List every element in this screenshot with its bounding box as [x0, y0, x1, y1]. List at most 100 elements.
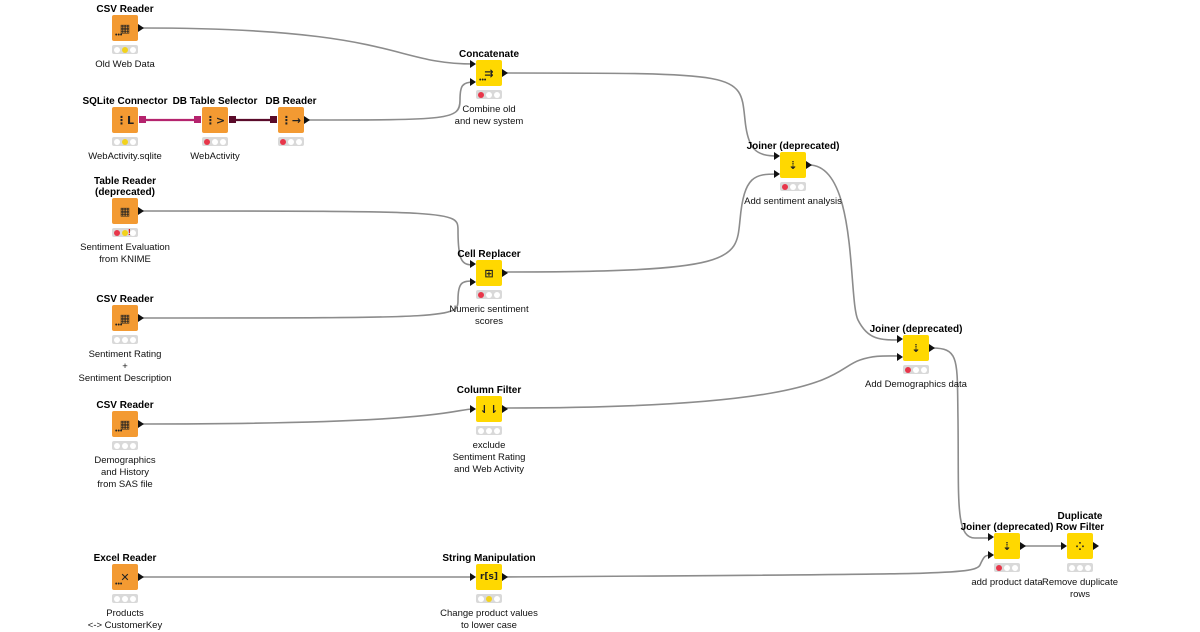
table-arrow-icon[interactable]: ▦ •••: [112, 411, 144, 437]
output-port[interactable]: [138, 573, 144, 581]
input-port-1[interactable]: [470, 260, 476, 268]
input-port-2[interactable]: [470, 278, 476, 286]
db-output-port[interactable]: [139, 116, 146, 123]
node-table-reader[interactable]: Table Reader (deprecated) ▦ ! Sentiment …: [45, 176, 205, 266]
excel-icon[interactable]: ✕ •••: [112, 564, 144, 590]
status-light-3: [130, 336, 136, 343]
node-label[interactable]: add product data: [971, 577, 1043, 588]
node-excel-reader[interactable]: Excel Reader ✕ ••• Products <-> Customer…: [45, 553, 205, 632]
connection-joiner2-joiner3[interactable]: [931, 347, 992, 539]
input-port-1[interactable]: [988, 533, 994, 541]
node-sqlite-connector[interactable]: SQLite Connector ⋮L WebActivity.sqlite: [45, 96, 205, 163]
connection-columnfilter-joiner2[interactable]: [504, 355, 902, 409]
table-arrow-icon[interactable]: ▦ •••: [112, 305, 144, 331]
node-csv-reader-sentiment[interactable]: CSV Reader ▦ ••• Sentiment Rating + Sent…: [45, 294, 205, 385]
node-label[interactable]: Sentiment Rating + Sentiment Description: [78, 349, 172, 384]
connection-stringmanip-joiner3[interactable]: [504, 554, 993, 578]
node-joiner-add-demographics[interactable]: Joiner (deprecated) ⇣ Add Demographics d…: [836, 324, 996, 391]
node-label[interactable]: Change product values to lower case: [440, 608, 538, 631]
output-port[interactable]: [304, 116, 310, 124]
warning-icon[interactable]: !: [128, 228, 131, 237]
column-filter-icon[interactable]: ⇃⇂: [470, 396, 508, 422]
sqlite-icon[interactable]: ⋮L: [112, 107, 146, 133]
node-label[interactable]: Sentiment Evaluation from KNIME: [80, 242, 170, 265]
status-light-3: [130, 442, 136, 449]
db-input-port[interactable]: [194, 116, 201, 123]
node-label[interactable]: WebActivity: [190, 151, 240, 162]
node-db-reader[interactable]: DB Reader ⋮→: [211, 96, 371, 146]
joiner-glyph: ⇣: [1002, 539, 1012, 553]
node-label[interactable]: Add sentiment analysis: [744, 196, 842, 207]
node-joiner-add-sentiment[interactable]: Joiner (deprecated) ⇣ Add sentiment anal…: [713, 141, 873, 208]
input-port-2[interactable]: [774, 170, 780, 178]
output-port[interactable]: [929, 344, 935, 352]
node-csv-reader-demographics[interactable]: CSV Reader ▦ ••• Demographics and Histor…: [45, 400, 205, 491]
connection-dbreader-concatenate[interactable]: [304, 81, 475, 121]
input-port-2[interactable]: [897, 353, 903, 361]
input-port-2[interactable]: [470, 78, 476, 86]
node-label[interactable]: Demographics and History from SAS file: [94, 455, 156, 490]
output-port[interactable]: [502, 269, 508, 277]
input-port[interactable]: [470, 573, 476, 581]
connection-concatenate-joiner1[interactable]: [504, 72, 779, 157]
output-port[interactable]: [806, 161, 812, 169]
node-label[interactable]: Add Demographics data: [865, 379, 967, 390]
output-port[interactable]: [502, 405, 508, 413]
joiner-icon[interactable]: ⇣: [774, 152, 812, 178]
node-cell-replacer[interactable]: Cell Replacer ⊞ Numeric sentiment scores: [409, 249, 569, 328]
output-port[interactable]: [1020, 542, 1026, 550]
input-port-1[interactable]: [897, 335, 903, 343]
output-port[interactable]: [502, 573, 508, 581]
status-light-3: [1085, 564, 1091, 571]
db-input-port[interactable]: [270, 116, 277, 123]
node-label[interactable]: WebActivity.sqlite: [88, 151, 162, 162]
output-port[interactable]: [138, 420, 144, 428]
joiner-icon[interactable]: ⇣: [988, 533, 1026, 559]
connection-joiner1-joiner2[interactable]: [808, 164, 902, 341]
table-arrow-icon[interactable]: ▦ •••: [112, 15, 144, 41]
connection-csv1-concatenate[interactable]: [140, 27, 475, 65]
node-title: Joiner (deprecated): [869, 324, 963, 335]
node-string-manipulation[interactable]: String Manipulation r[s] Change product …: [409, 553, 569, 632]
node-column-filter[interactable]: Column Filter ⇃⇂ exclude Sentiment Ratin…: [409, 385, 569, 476]
node-csv-reader-old-web-data[interactable]: CSV Reader ▦ ••• Old Web Data: [45, 4, 205, 71]
node-label[interactable]: Numeric sentiment scores: [449, 304, 529, 327]
node-label[interactable]: Remove duplicate rows: [1041, 577, 1119, 600]
output-port[interactable]: [138, 314, 144, 322]
input-port[interactable]: [470, 405, 476, 413]
connection-csv2-cellreplacer[interactable]: [140, 280, 475, 319]
cell-replacer-icon[interactable]: ⊞: [470, 260, 508, 286]
connection-csv3-columnfilter[interactable]: [140, 408, 475, 425]
status-lights: !: [112, 228, 138, 237]
status-lights: [994, 563, 1020, 572]
node-joiner-add-product[interactable]: Joiner (deprecated) ⇣ add product data: [927, 522, 1087, 589]
concatenate-icon[interactable]: ⇉ •••: [470, 60, 508, 86]
output-port[interactable]: [1093, 542, 1099, 550]
output-port[interactable]: [138, 24, 144, 32]
db-reader-icon[interactable]: ⋮→: [270, 107, 310, 133]
duplicate-filter-icon[interactable]: ⁘: [1061, 533, 1099, 559]
string-manipulation-icon[interactable]: r[s]: [470, 564, 508, 590]
status-light-1: [478, 595, 484, 602]
node-label[interactable]: Products <-> CustomerKey: [87, 608, 163, 631]
table-arrow-icon[interactable]: ▦: [112, 198, 144, 224]
db-selector-icon[interactable]: ⋮>: [194, 107, 236, 133]
node-label[interactable]: exclude Sentiment Rating and Web Activit…: [452, 440, 526, 475]
connection-cellreplacer-joiner1[interactable]: [504, 173, 779, 273]
output-port[interactable]: [502, 69, 508, 77]
input-port-1[interactable]: [774, 152, 780, 160]
output-port[interactable]: [138, 207, 144, 215]
node-db-table-selector[interactable]: DB Table Selector ⋮> WebActivity: [135, 96, 295, 163]
node-label[interactable]: Combine old and new system: [454, 104, 524, 127]
db-output-port[interactable]: [229, 116, 236, 123]
input-port-2[interactable]: [988, 551, 994, 559]
input-port-1[interactable]: [470, 60, 476, 68]
node-duplicate-row-filter[interactable]: Duplicate Row Filter ⁘ Remove duplicate …: [1000, 511, 1160, 601]
joiner-icon[interactable]: ⇣: [897, 335, 935, 361]
input-port[interactable]: [1061, 542, 1067, 550]
node-label[interactable]: Old Web Data: [95, 59, 155, 70]
connection-tablereader-cellreplacer[interactable]: [140, 210, 475, 266]
node-concatenate[interactable]: Concatenate ⇉ ••• Combine old and new sy…: [409, 49, 569, 128]
